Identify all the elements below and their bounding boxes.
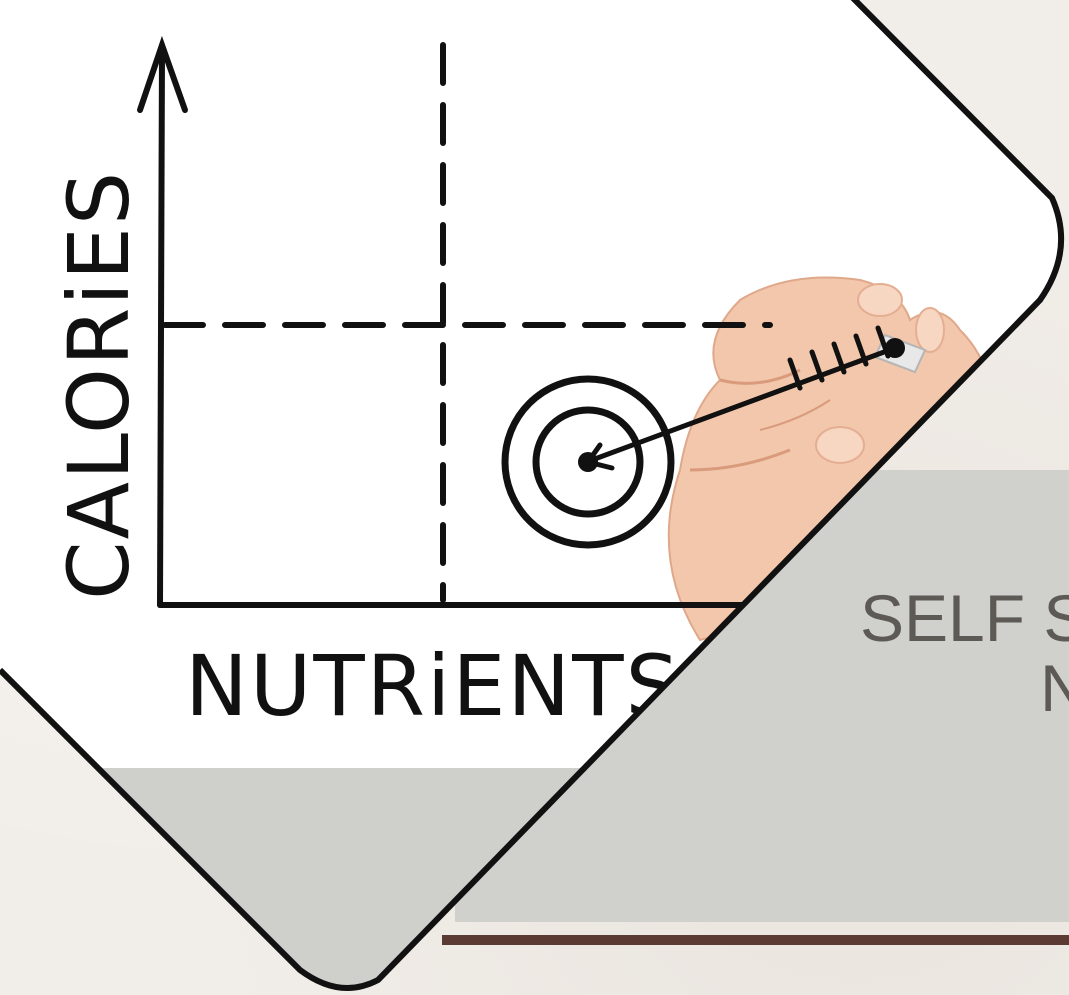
x-axis-label: NUTRiENTS [185, 637, 681, 735]
y-axis-label: CALORiES [50, 170, 148, 600]
photo-gray-band [0, 768, 1069, 995]
hand-with-marker [669, 278, 990, 641]
